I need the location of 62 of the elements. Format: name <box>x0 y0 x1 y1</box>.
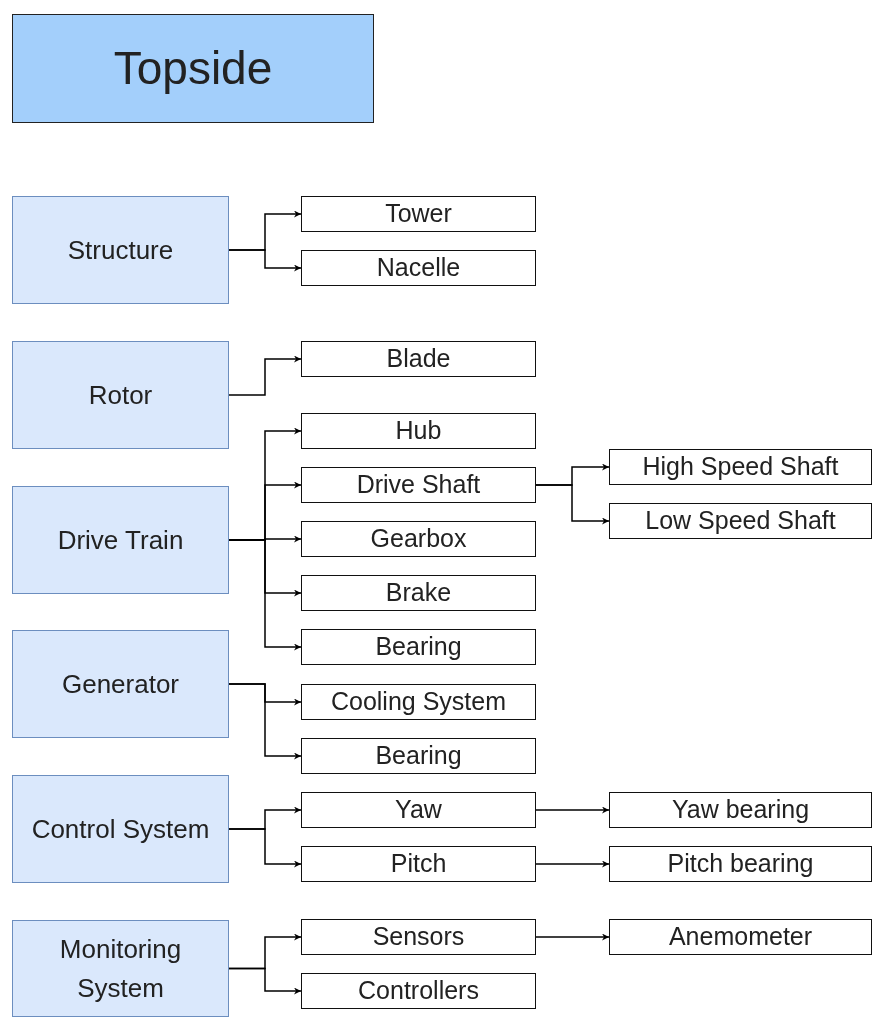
arrow <box>228 355 302 396</box>
arrow <box>228 967 302 995</box>
component-box <box>301 684 536 720</box>
node-label: High Speed Shaft <box>642 451 839 483</box>
component-box <box>301 575 536 611</box>
node-label: Structure <box>67 233 174 267</box>
node-label: Nacelle <box>376 252 461 284</box>
component-box <box>301 738 536 774</box>
node-label: Brake <box>385 577 452 609</box>
component-box <box>301 196 536 232</box>
component-box <box>609 792 872 828</box>
arrow <box>228 828 302 868</box>
component-box <box>301 846 536 882</box>
node-label: Bearing <box>375 631 462 663</box>
node-label: Yaw <box>395 794 442 826</box>
category-box <box>12 341 229 449</box>
component-box <box>609 503 872 539</box>
node-label: Generator <box>61 667 180 701</box>
component-box <box>301 629 536 665</box>
arrow <box>228 683 302 760</box>
node-label: Tower <box>385 198 452 230</box>
arrow <box>228 249 302 272</box>
node-label: Controllers <box>358 975 479 1007</box>
category-box <box>12 486 229 594</box>
component-box <box>301 919 536 955</box>
component-box <box>301 250 536 286</box>
category-box <box>12 196 229 304</box>
node-label: Yaw bearing <box>671 794 810 826</box>
component-box <box>301 521 536 557</box>
component-box <box>609 919 872 955</box>
node-label: Pitch bearing <box>667 848 814 880</box>
node-label: Drive Shaft <box>356 469 481 501</box>
arrow <box>535 484 610 525</box>
arrow <box>228 539 302 651</box>
node-label: Hub <box>395 415 442 447</box>
arrow <box>535 933 610 941</box>
title-box <box>12 14 374 123</box>
category-box <box>12 630 229 738</box>
component-box <box>609 449 872 485</box>
component-box <box>301 792 536 828</box>
node-label: Drive Train <box>57 523 184 557</box>
node-label: Low Speed Shaft <box>645 505 836 537</box>
category-box <box>12 920 229 1017</box>
node-label: Anemometer <box>668 921 813 953</box>
component-box <box>301 973 536 1009</box>
node-label: Control System <box>31 812 210 846</box>
category-box <box>12 775 229 883</box>
component-box <box>301 467 536 503</box>
node-label: Monitoring System <box>58 932 183 1005</box>
node-label: Topside <box>113 41 273 96</box>
arrow <box>535 806 610 814</box>
node-label: Pitch <box>390 848 447 880</box>
node-label: Cooling System <box>330 686 507 718</box>
arrow <box>535 860 610 868</box>
component-box <box>609 846 872 882</box>
node-label: Gearbox <box>370 523 467 555</box>
component-box <box>301 413 536 449</box>
component-box <box>301 341 536 377</box>
node-label: Sensors <box>372 921 465 953</box>
node-label: Bearing <box>375 740 462 772</box>
node-label: Blade <box>386 343 451 375</box>
node-label: Rotor <box>88 378 153 412</box>
